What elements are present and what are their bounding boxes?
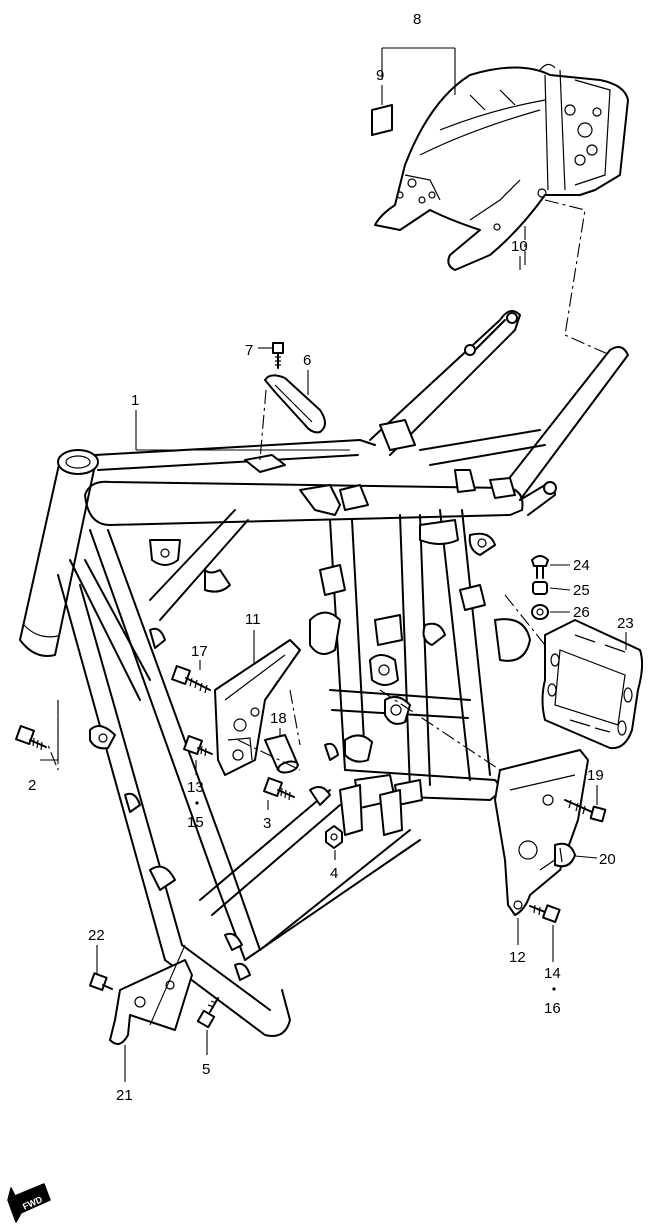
long-bolt[interactable] <box>171 665 211 694</box>
plate-bolt-upper[interactable] <box>564 799 607 823</box>
callout-1: 1 <box>131 392 139 409</box>
callout-4: 4 <box>330 865 338 882</box>
callout-5: 5 <box>202 1061 210 1078</box>
separator-dot <box>195 801 199 805</box>
callout-3: 3 <box>263 815 271 832</box>
callout-26: 26 <box>573 604 590 621</box>
rear-fender[interactable] <box>374 63 629 271</box>
callout-16: 16 <box>544 1000 561 1017</box>
callout-24: 24 <box>573 557 590 574</box>
callout-21: 21 <box>116 1087 133 1104</box>
grommet[interactable] <box>531 604 549 620</box>
bracket-screw[interactable] <box>272 342 284 369</box>
callout-22: 22 <box>88 927 105 944</box>
callout-18: 18 <box>270 710 287 727</box>
callout-14: 14 <box>544 965 561 982</box>
grommet-bolt[interactable] <box>531 555 549 579</box>
callout-12: 12 <box>509 949 526 966</box>
engine-mount-bolt[interactable] <box>263 777 295 801</box>
callout-13: 13 <box>187 779 204 796</box>
callout-17: 17 <box>191 643 208 660</box>
grommet-collar[interactable] <box>532 581 548 595</box>
cable-bracket[interactable] <box>264 374 326 434</box>
mount-spacer[interactable] <box>264 734 299 774</box>
engine-mount-plate-left[interactable] <box>214 639 301 776</box>
bracket-mount <box>244 454 286 473</box>
side-panel-bracket[interactable] <box>541 619 644 750</box>
callout-20: 20 <box>599 851 616 868</box>
callout-15: 15 <box>187 814 204 831</box>
callout-6: 6 <box>303 352 311 369</box>
separator-dot <box>552 987 556 991</box>
callout-8: 8 <box>413 11 421 28</box>
plate-cap[interactable] <box>554 842 576 868</box>
assembly-lines <box>47 199 611 771</box>
steering-bolt[interactable] <box>15 725 47 751</box>
callout-2: 2 <box>28 777 36 794</box>
callout-9: 9 <box>376 67 384 84</box>
callout-10: 10 <box>511 238 528 255</box>
callout-labels: 1 2 3 4 5 6 7 8 9 10 11 12 13 15 14 16 1… <box>28 11 634 1104</box>
engine-mount-plate-right[interactable] <box>494 749 589 916</box>
fwd-arrow-icon: FWD <box>7 1183 51 1223</box>
step-bracket-bolt[interactable] <box>88 972 113 991</box>
plate-bolt-lower[interactable] <box>529 904 561 923</box>
callout-19: 19 <box>587 767 604 784</box>
callout-11: 11 <box>245 611 261 628</box>
frame-nut[interactable] <box>325 825 343 849</box>
lower-bolt[interactable] <box>196 997 219 1029</box>
main-frame[interactable] <box>19 310 629 1037</box>
callout-25: 25 <box>573 582 590 599</box>
step-bracket[interactable] <box>109 959 193 1045</box>
callout-23: 23 <box>617 615 634 632</box>
callout-7: 7 <box>245 342 253 359</box>
bracket-bolt-left[interactable] <box>183 735 213 757</box>
fender-label-plate[interactable] <box>371 104 393 136</box>
